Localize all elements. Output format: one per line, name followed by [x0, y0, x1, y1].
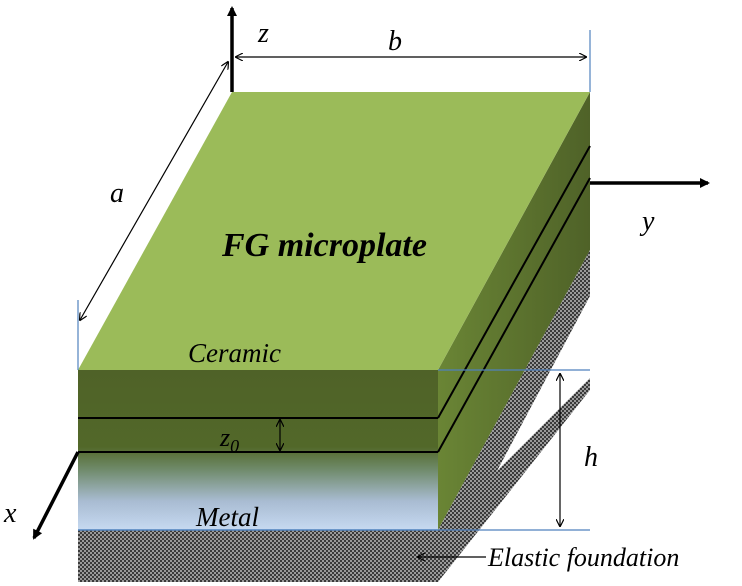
foundation-side-strip: [438, 250, 590, 582]
foundation-side-face: [438, 378, 590, 582]
side-layer-line-1: [437, 145, 591, 419]
mid-plane-subscript: 0: [230, 436, 239, 456]
ceramic-label: Ceramic: [188, 338, 281, 368]
dimension-h-label: h: [584, 442, 598, 473]
foundation-label: Elastic foundation: [487, 543, 679, 572]
x-axis-arrow: [32, 451, 80, 540]
mid-plane-label: z0: [219, 423, 239, 456]
dimension-b-label: b: [388, 26, 402, 57]
y-axis-label: y: [639, 206, 655, 237]
plate-side-face: [438, 92, 590, 530]
diagram-title: FG microplate: [221, 227, 427, 264]
foundation-front-face: [78, 530, 438, 582]
plate-front-face: [78, 370, 438, 530]
metal-label: Metal: [195, 502, 259, 532]
dimension-a-label: a: [110, 178, 124, 209]
x-axis-label: x: [3, 498, 17, 529]
side-layer-line-2: [437, 177, 591, 453]
z-axis-label: z: [257, 18, 269, 49]
dimension-a-line: [80, 62, 228, 320]
